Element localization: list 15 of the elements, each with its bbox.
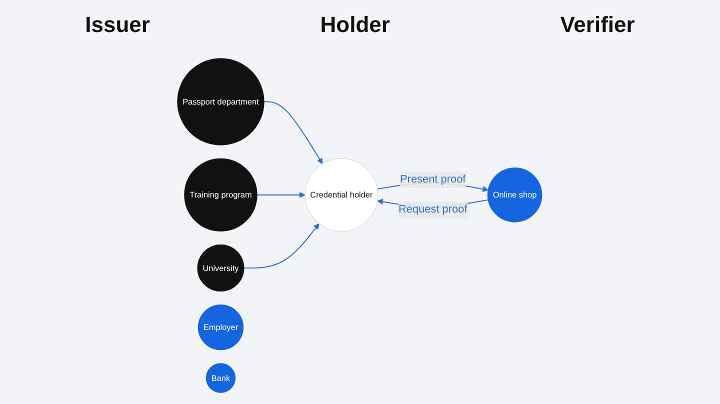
- node-circle: Employer: [198, 304, 244, 350]
- node-circle: University: [198, 244, 245, 292]
- arrow: [257, 191, 306, 198]
- node-circle: Online shop: [488, 167, 542, 222]
- edge-label: Present proof: [400, 173, 466, 185]
- column-heading: Issuer: [85, 12, 150, 38]
- edge-label: Request proof: [398, 203, 468, 215]
- node-circle: Credential holder: [305, 158, 379, 232]
- column-heading: Verifier: [560, 12, 635, 38]
- node-circle: Passport department: [177, 58, 265, 145]
- arrow: [264, 100, 324, 164]
- column-heading: Holder: [320, 12, 390, 38]
- node-circle: Bank: [206, 362, 236, 392]
- arrow: [244, 222, 320, 268]
- node-circle: Training program: [184, 158, 258, 232]
